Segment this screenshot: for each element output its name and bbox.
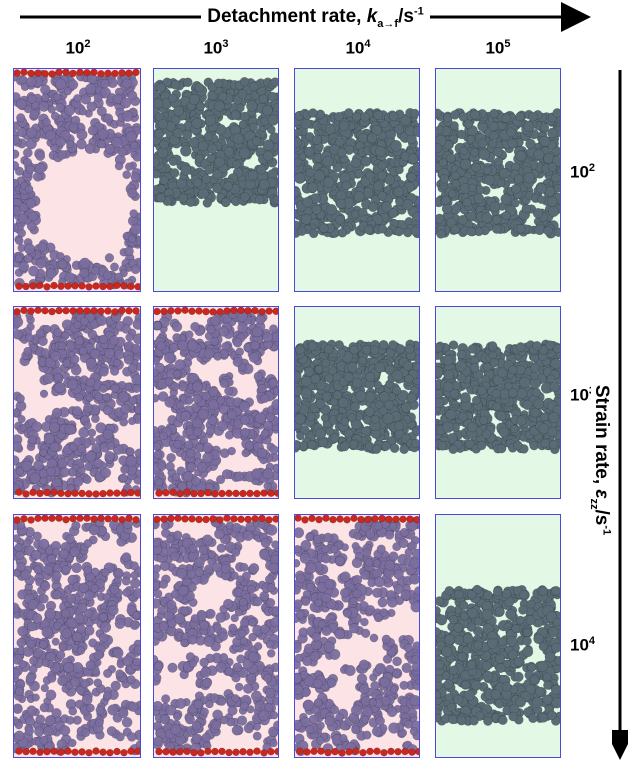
panel-r2-c2 [153, 306, 279, 499]
panel-r1-c2 [153, 68, 279, 292]
column-label-2: 103 [203, 38, 229, 58]
panel-r3-c4 [435, 514, 561, 758]
panel-r1-c4 [435, 68, 561, 292]
y-axis-title: Strain rate, εzz/s-1 [588, 330, 612, 590]
panel-r2-c4 [435, 306, 561, 499]
column-label-4: 105 [485, 38, 511, 58]
column-label-3: 104 [345, 38, 371, 58]
column-label-1: 102 [65, 38, 91, 58]
panel-r3-c1 [13, 514, 141, 758]
row-label-1: 102 [570, 162, 596, 182]
panel-r3-c2 [153, 514, 279, 758]
x-axis-title: Detachment rate, ka→f/s-1 [0, 6, 631, 30]
y-axis-arrow [612, 70, 628, 760]
panel-r1-c3 [294, 68, 420, 292]
panel-r2-c3 [294, 306, 420, 499]
panel-r2-c1 [13, 306, 141, 499]
panel-r1-c1 [13, 68, 141, 292]
panel-r3-c3 [294, 514, 420, 758]
row-label-3: 104 [570, 635, 596, 655]
